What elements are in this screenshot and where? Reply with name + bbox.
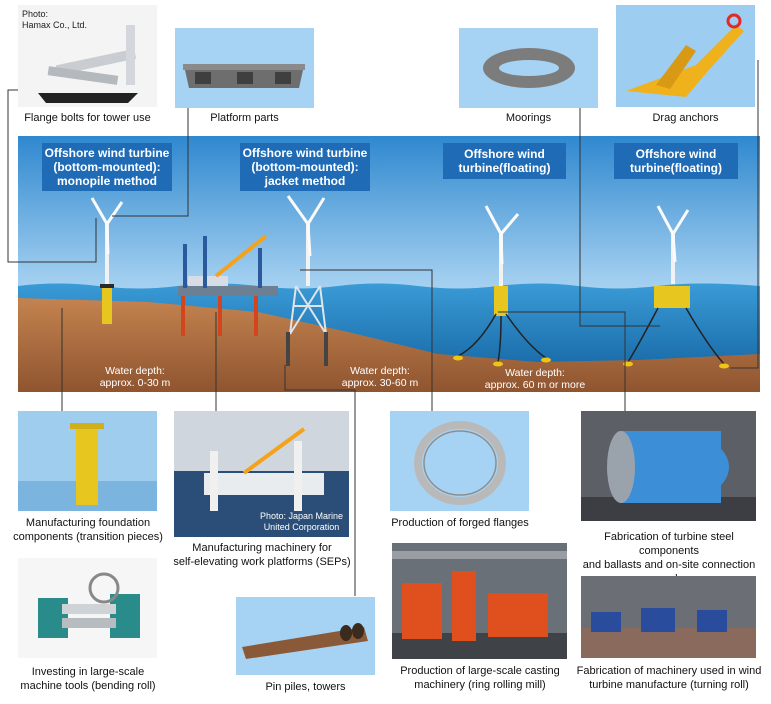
sep-vessel [178,234,278,336]
ring-rolling-photo [392,543,567,659]
turning-roll-caption: Fabrication of machinery used in wind tu… [576,665,762,691]
pin-piles-caption: Pin piles, towers [265,681,346,693]
turning-roll-photo [581,576,756,658]
bending-roll-caption: Investing in large-scale machine tools (… [20,666,156,692]
foundation-photo [18,411,157,511]
bending-roll-photo [18,558,157,658]
water-depth-shallow: Water depth: approx. 0-30 m [99,365,171,389]
floating-turbine-2 [623,205,729,369]
flange-bolts-caption: Flange bolts for tower use [24,112,151,124]
moorings-caption: Moorings [505,112,552,124]
banner-jacket: Offshore wind turbine (bottom-mounted): … [240,143,370,191]
hamax-credit: Photo: Hamax Co., Ltd. [22,9,88,30]
water-depth-deep: Water depth: approx. 60 m or more [484,367,586,391]
japan-marine-credit: Photo: Japan Marine United Corporation [259,511,343,532]
jacket-turbine [286,195,328,366]
forged-flanges-caption: Production of forged flanges [391,517,529,529]
moorings-photo [459,28,598,108]
steel-components-photo [581,411,756,521]
sep-caption: Manufacturing machinery for self-elevati… [173,542,351,568]
banner-floating-1: Offshore wind turbine(floating) [443,143,566,179]
floating-turbine-1 [453,205,551,367]
platform-parts-photo [175,28,314,108]
drag-anchors-photo [616,5,755,107]
sep-photo: Photo: Japan Marine United Corporation [174,411,349,537]
platform-parts-caption: Platform parts [210,112,279,124]
forged-flanges-photo [390,411,529,511]
monopile-turbine [90,197,124,324]
ring-rolling-caption: Production of large-scale casting machin… [400,665,560,691]
water-depth-mid: Water depth: approx. 30-60 m [341,365,419,389]
pin-piles-photo [236,597,375,675]
banner-floating-2: Offshore wind turbine(floating) [614,143,738,179]
flange-bolts-photo: Photo: Hamax Co., Ltd. [18,5,157,107]
drag-anchors-caption: Drag anchors [652,112,719,124]
banner-monopile: Offshore wind turbine (bottom-mounted): … [42,143,172,191]
foundation-caption: Manufacturing foundation components (tra… [13,517,163,543]
seabed [18,298,760,392]
